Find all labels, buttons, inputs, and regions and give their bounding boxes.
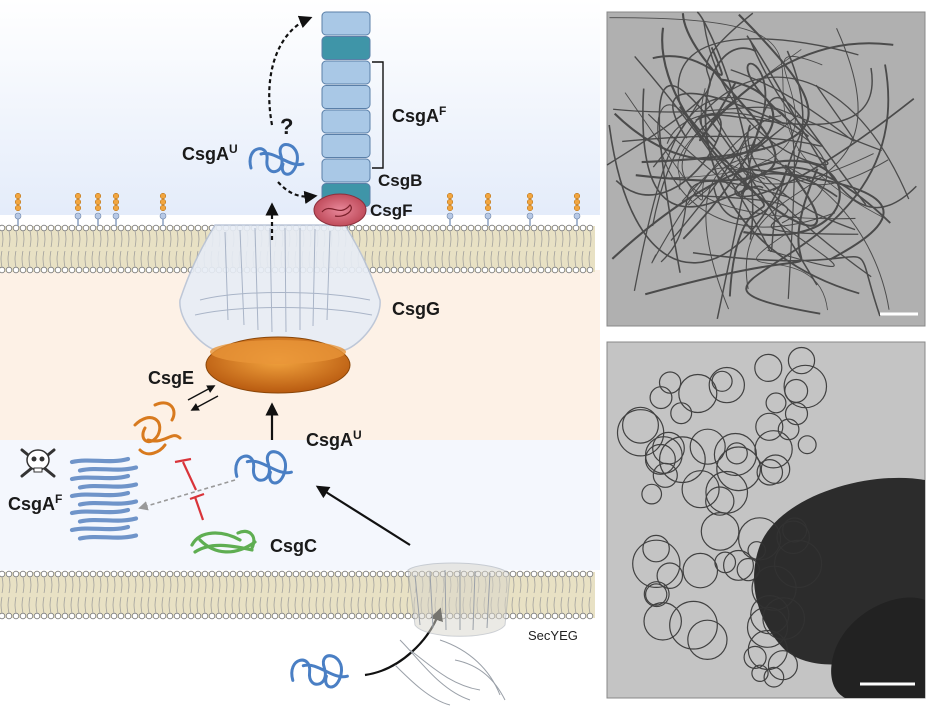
secYEG-translocon — [394, 562, 511, 706]
label-csgG: CsgG — [392, 299, 440, 319]
equilibrium-arrows — [187, 385, 219, 411]
csgC-protein — [190, 529, 257, 554]
label-question: ? — [280, 114, 293, 139]
cell-body-2 — [831, 597, 925, 698]
unfolded-csgA-top — [248, 143, 305, 176]
micrograph-top — [606, 11, 926, 327]
label-secYEG: SecYEG — [528, 628, 578, 643]
labels: CsgAU ? CsgAF CsgB CsgF CsgG CsgE CsgAU … — [8, 104, 578, 643]
csgA-aggregate — [69, 456, 139, 541]
label-csgE: CsgE — [148, 368, 194, 388]
micrograph-bottom — [606, 341, 926, 699]
label-csgA-aggregate: CsgAF — [8, 492, 62, 514]
csgA-fibril-bracket — [372, 61, 384, 169]
label-csgA-fibril: CsgAF — [392, 104, 446, 126]
label-csgB: CsgB — [378, 171, 422, 190]
label-csgC: CsgC — [270, 536, 317, 556]
skull-crossbones-icon — [20, 448, 56, 478]
label-csgA-top: CsgAU — [182, 142, 238, 164]
unfolded-csgA-bottom — [290, 654, 349, 689]
inhibition-marks — [174, 457, 205, 521]
csgG-pore — [179, 224, 381, 394]
lipid-anchors — [14, 192, 581, 226]
label-csgA-mid: CsgAU — [306, 428, 362, 450]
csgE-protein — [133, 401, 182, 456]
aggregation-arrow — [138, 479, 236, 511]
label-csgF: CsgF — [370, 201, 413, 220]
unfolded-csgA-mid — [234, 450, 293, 485]
